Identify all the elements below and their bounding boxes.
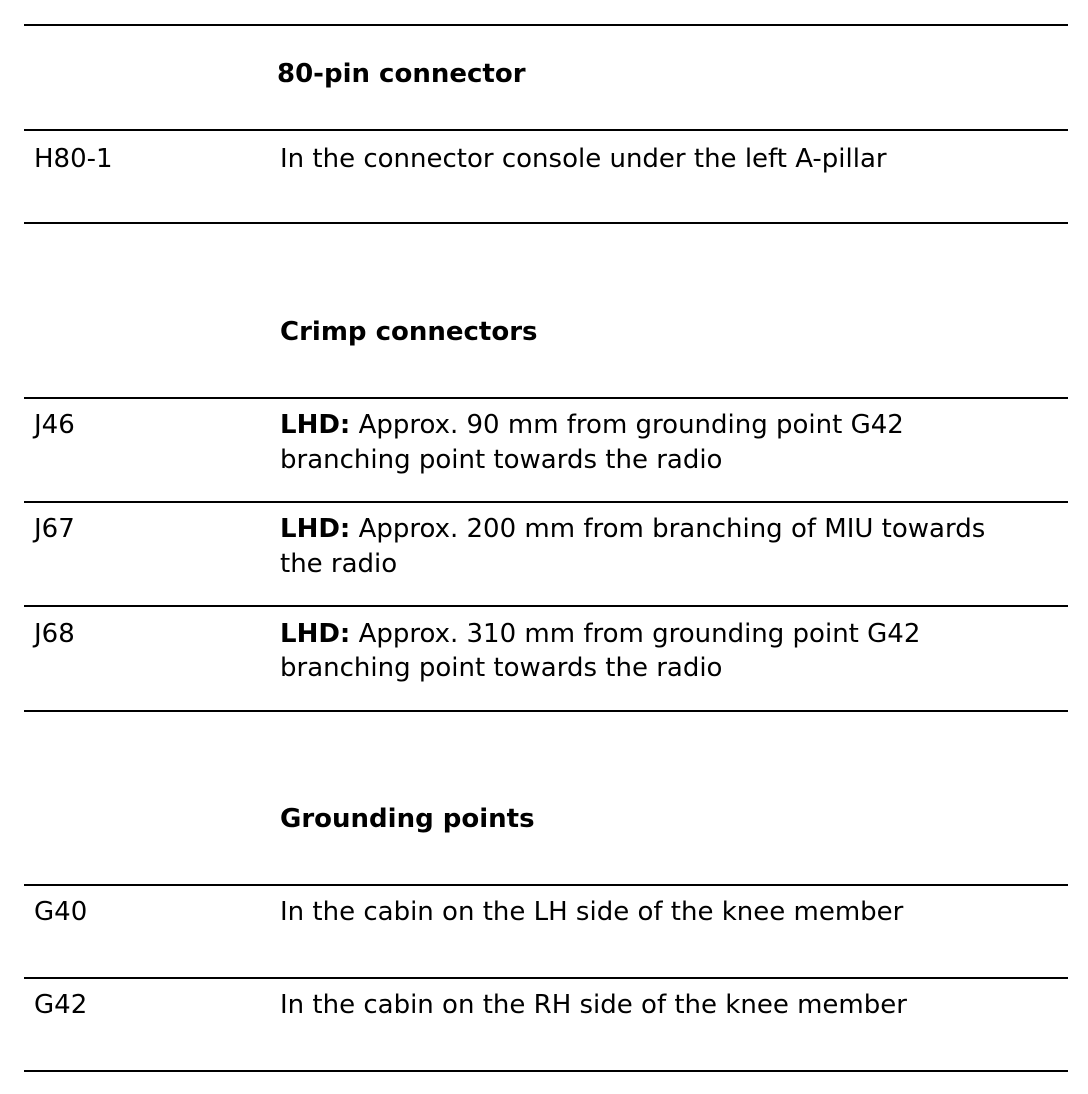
component-location: LHD: Approx. 90 mm from grounding point … bbox=[280, 408, 904, 442]
component-location: In the cabin on the RH side of the knee … bbox=[280, 990, 907, 1020]
component-location: LHD: Approx. 200 mm from branching of MI… bbox=[280, 512, 985, 546]
lhd-prefix: LHD: bbox=[280, 514, 351, 544]
component-code: H80-1 bbox=[34, 144, 113, 174]
location-line-continued: branching point towards the radio bbox=[280, 445, 723, 475]
location-line: Approx. 90 mm from grounding point G42 bbox=[358, 410, 904, 440]
location-line: Approx. 200 mm from branching of MIU tow… bbox=[358, 514, 986, 544]
component-code: J46 bbox=[34, 410, 75, 440]
location-line-continued: branching point towards the radio bbox=[280, 653, 723, 683]
divider-crimp-header bbox=[24, 397, 1068, 399]
component-code: G42 bbox=[34, 990, 88, 1020]
component-code: J67 bbox=[34, 514, 75, 544]
location-line: Approx. 310 mm from grounding point G42 bbox=[358, 619, 921, 649]
component-location: In the connector console under the left … bbox=[280, 144, 887, 174]
divider-bottom bbox=[24, 1070, 1068, 1072]
divider-80pin-end bbox=[24, 222, 1068, 224]
component-location: In the cabin on the LH side of the knee … bbox=[280, 897, 904, 927]
section-heading-80-pin-connector: 80-pin connector bbox=[277, 59, 526, 89]
component-code: J68 bbox=[34, 619, 75, 649]
lhd-prefix: LHD: bbox=[280, 410, 351, 440]
component-code: G40 bbox=[34, 897, 88, 927]
divider-grounding-header bbox=[24, 884, 1068, 886]
divider-g40 bbox=[24, 977, 1068, 979]
section-heading-crimp-connectors: Crimp connectors bbox=[280, 317, 538, 347]
divider-top bbox=[24, 24, 1068, 26]
divider-j67 bbox=[24, 605, 1068, 607]
section-heading-grounding-points: Grounding points bbox=[280, 804, 535, 834]
lhd-prefix: LHD: bbox=[280, 619, 351, 649]
component-location: LHD: Approx. 310 mm from grounding point… bbox=[280, 617, 920, 651]
location-line-continued: the radio bbox=[280, 549, 398, 579]
divider-80pin-header bbox=[24, 129, 1068, 131]
divider-j46 bbox=[24, 501, 1068, 503]
divider-crimp-end bbox=[24, 710, 1068, 712]
